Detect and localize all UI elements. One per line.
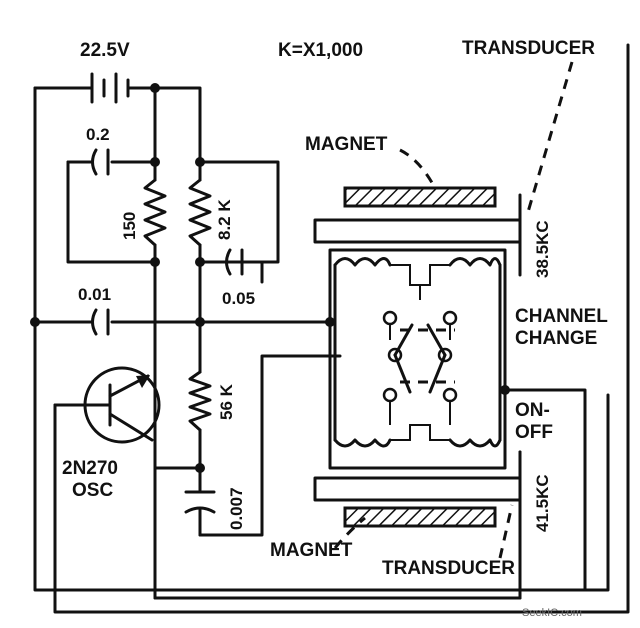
magnet-bottom <box>343 506 497 528</box>
transducer-top-label: TRANSDUCER <box>462 38 595 59</box>
resistor-56k: 56 K <box>188 370 236 432</box>
res-150-label: 150 <box>120 212 139 240</box>
transducer-top: TRANSDUCER MAGNET 38.5KC <box>305 38 595 278</box>
transistor-2n270: 2N270 OSC <box>62 366 161 501</box>
watermark: SeekIC.com <box>522 607 582 619</box>
capacitor-0.01: 0.01 <box>78 285 111 336</box>
res-56k-label: 56 K <box>217 383 236 420</box>
capacitor-0.007: 0.007 <box>184 487 246 530</box>
res-8.2k-label: 8.2 K <box>215 199 234 240</box>
switch-assembly <box>333 257 502 448</box>
battery-label: 22.5V <box>80 40 130 61</box>
off-label: OFF <box>515 422 553 443</box>
change-label: CHANGE <box>515 328 597 349</box>
battery-22v5: 22.5V <box>80 40 130 104</box>
resistor-150: 150 <box>120 178 167 247</box>
cap-0.2-label: 0.2 <box>86 125 110 144</box>
magnet-top <box>343 186 497 208</box>
gain-label: K=X1,000 <box>278 40 363 61</box>
capacitor-0.05: 0.05 <box>222 248 255 308</box>
resistor-8.2k: 8.2 K <box>188 178 234 247</box>
cap-0.05-label: 0.05 <box>222 289 255 308</box>
junctions <box>30 83 510 473</box>
transducer-bottom-label: TRANSDUCER <box>382 558 515 579</box>
freq-top-label: 38.5KC <box>533 220 552 278</box>
magnet-top-label: MAGNET <box>305 134 388 155</box>
capacitor-0.2: 0.2 <box>86 125 110 176</box>
channel-label: CHANNEL <box>515 306 608 327</box>
cap-0.007-label: 0.007 <box>227 487 246 530</box>
transistor-label: 2N270 <box>62 458 118 479</box>
osc-label: OSC <box>72 480 113 501</box>
cap-0.01-label: 0.01 <box>78 285 111 304</box>
freq-bottom-label: 41.5KC <box>533 474 552 532</box>
on-label: ON- <box>515 400 550 421</box>
magnet-bottom-label: MAGNET <box>270 540 353 561</box>
